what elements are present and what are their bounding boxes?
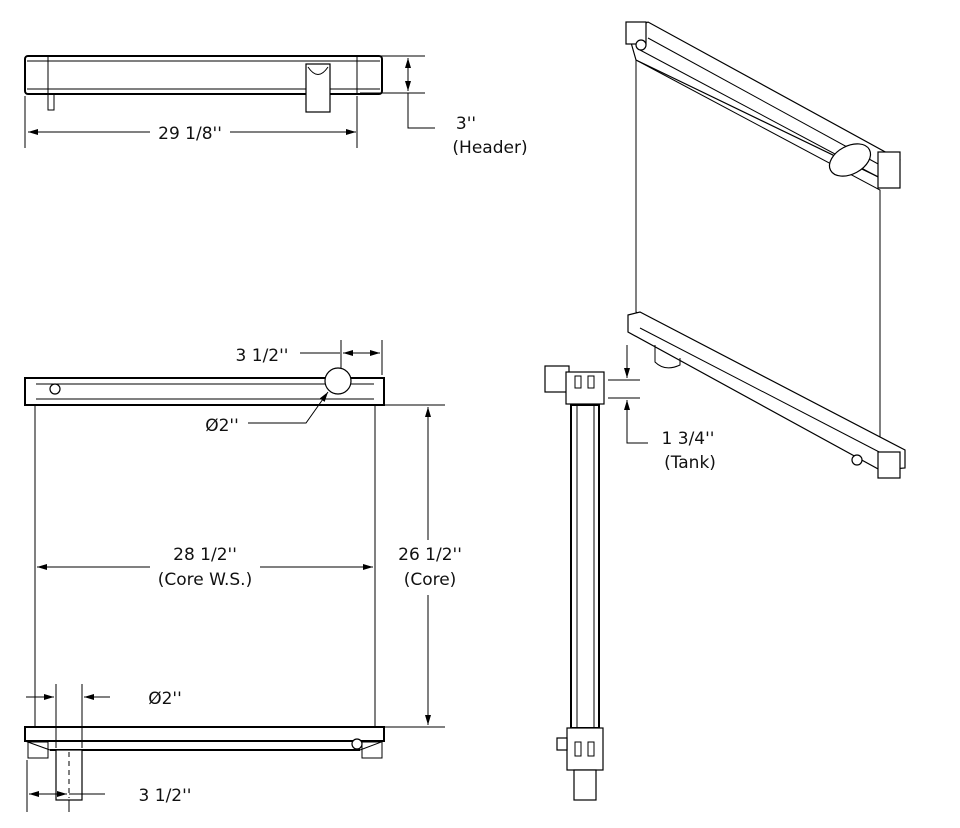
core [34, 404, 376, 728]
core-width-caption: (Core W.S.) [158, 570, 252, 590]
drain-cock [47, 93, 55, 111]
tank-caption: (Tank) [664, 453, 716, 473]
tank-dimension: 1 3/4'' [662, 429, 715, 449]
inlet-diameter-dimension: Ø2'' [205, 416, 239, 436]
width-dimension: 29 1/8'' [158, 124, 222, 144]
bottom-tank [24, 726, 385, 742]
isometric-view [625, 21, 906, 479]
outlet-pipe [305, 63, 331, 113]
core-height-caption: (Core) [404, 570, 457, 590]
header-caption: (Header) [452, 138, 527, 158]
side-core [570, 404, 600, 729]
iso-bottom-tank [627, 311, 906, 471]
side-top-tank [565, 371, 605, 405]
iso-filler-neck [828, 143, 872, 177]
side-view: 1 3/4'' (Tank) [544, 345, 716, 801]
top-view: 29 1/8'' 3'' (Header) [24, 55, 528, 158]
header-dimension: 3'' [456, 114, 476, 134]
front-view: 3 1/2'' Ø2'' 28 1/2'' (Core W.S.) 26 1/2… [24, 340, 462, 812]
core-width-dimension: 28 1/2'' [173, 545, 237, 565]
core-height-dimension: 26 1/2'' [398, 545, 462, 565]
outlet-offset-dimension: 3 1/2'' [139, 786, 192, 806]
filler-offset-dimension: 3 1/2'' [236, 346, 289, 366]
outlet-diameter-dimension: Ø2'' [148, 689, 182, 709]
iso-outlet-pipe [654, 345, 681, 369]
filler-neck [324, 367, 352, 395]
